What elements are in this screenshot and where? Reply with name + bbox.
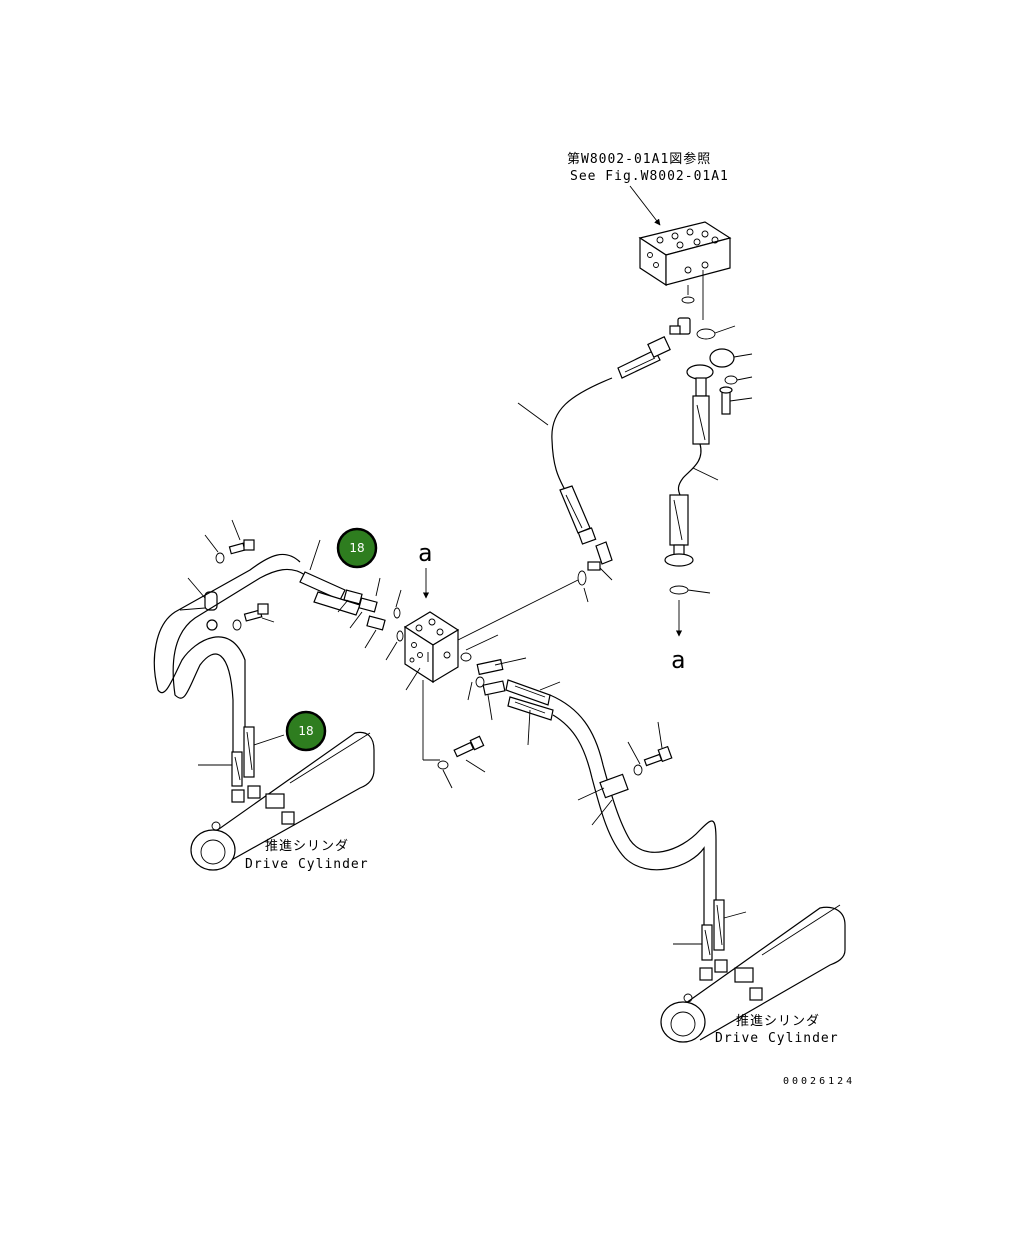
- leader-line: [442, 769, 453, 789]
- leader-line: [539, 681, 561, 691]
- leader-line: [405, 667, 421, 691]
- callout-badge-label: 18: [349, 541, 364, 555]
- drive-cylinder-right: [660, 899, 846, 1043]
- leader-line: [494, 657, 527, 666]
- cylinder-left-label-en: Drive Cylinder: [245, 857, 369, 872]
- o-ring: [577, 570, 587, 586]
- leader-line: [457, 579, 579, 641]
- leader-line: [583, 587, 589, 603]
- elbow-fitting: [669, 317, 691, 335]
- view-marker-bottom: a: [671, 646, 685, 674]
- leader-line: [467, 681, 473, 701]
- leader-line: [364, 629, 377, 649]
- callout-badge-label: 18: [298, 724, 313, 738]
- flange-hose-right: [664, 348, 753, 637]
- drawing-number: 00026124: [783, 1076, 855, 1087]
- washer: [437, 760, 449, 770]
- leader-line: [527, 709, 531, 746]
- reference-label-jp: 第W8002-01A1図参照: [567, 151, 711, 167]
- drive-cylinder-left: [190, 726, 375, 871]
- left-upper-fittings: [179, 519, 275, 631]
- o-ring: [696, 328, 716, 340]
- view-marker-top: a: [418, 539, 432, 567]
- leader-line: [465, 759, 486, 773]
- leader-line: [309, 539, 321, 571]
- cylinder-left-label-jp: 推進シリンダ: [265, 839, 349, 854]
- left-adapter-fittings: [299, 571, 404, 642]
- cylinder-right-label-en: Drive Cylinder: [715, 1031, 839, 1046]
- leader-line: [714, 325, 736, 334]
- control-valve-block: [638, 221, 732, 320]
- reference-arrow: [629, 185, 661, 226]
- reference-label-en: See Fig.W8002-01A1: [570, 169, 729, 184]
- hose-upper: [517, 336, 671, 581]
- leader-line: [385, 641, 398, 661]
- callout-badge-bottom[interactable]: 18: [285, 710, 327, 752]
- callout-badge-top[interactable]: 18: [336, 527, 378, 569]
- bolt: [453, 735, 485, 758]
- o-ring: [681, 296, 695, 304]
- junction-block: [403, 611, 460, 761]
- leader-line: [465, 634, 499, 651]
- pipe-right: [549, 694, 717, 925]
- adapter-fittings-center: [475, 658, 554, 721]
- o-ring: [460, 652, 472, 662]
- cylinder-right-label-jp: 推進シリンダ: [736, 1014, 820, 1029]
- pipe-left: [153, 553, 306, 755]
- leader-line: [337, 599, 349, 613]
- leader-line: [395, 589, 402, 608]
- leader-line: [375, 577, 381, 597]
- leader-line: [349, 611, 363, 629]
- leader-line: [487, 694, 493, 721]
